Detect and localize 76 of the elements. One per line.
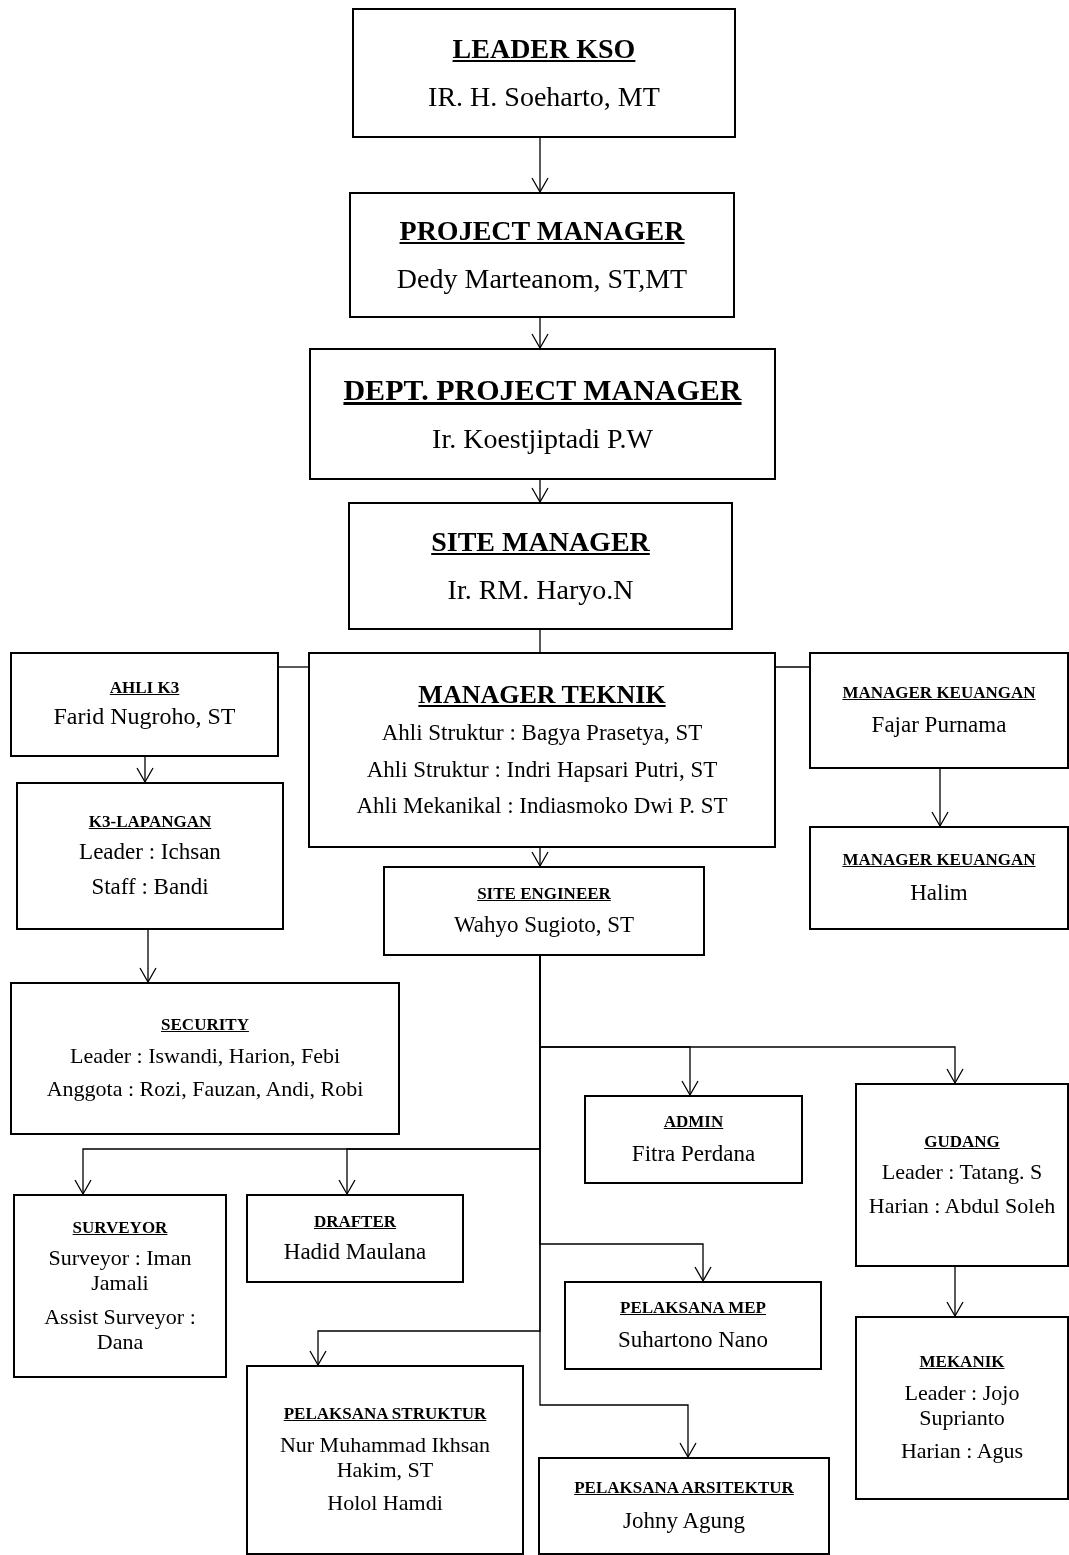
arrow bbox=[531, 479, 549, 503]
staff-name: Fitra Perdana bbox=[631, 1141, 756, 1168]
org-box bbox=[352, 8, 736, 138]
staff-name: Dedy Marteanom, ST,MT bbox=[396, 263, 688, 296]
org-box bbox=[383, 866, 705, 956]
arrow bbox=[531, 317, 549, 349]
staff-name: Suhartono Nano bbox=[617, 1327, 769, 1354]
role-title: K3-LAPANGAN bbox=[88, 811, 212, 832]
staff-name: Farid Nugroho, ST bbox=[53, 703, 236, 732]
arrow bbox=[139, 929, 157, 983]
staff-name: Harian : Agus bbox=[900, 1438, 1024, 1464]
arrow bbox=[531, 137, 549, 193]
org-box bbox=[10, 652, 279, 757]
arrow bbox=[931, 768, 949, 827]
role-title: ADMIN bbox=[663, 1111, 724, 1132]
org-box bbox=[584, 1095, 803, 1184]
org-box bbox=[10, 982, 400, 1135]
staff-name: Wahyo Sugioto, ST bbox=[453, 911, 635, 938]
org-box bbox=[564, 1281, 822, 1370]
staff-name: Staff : Bandi bbox=[91, 873, 209, 901]
staff-name: Holol Hamdi bbox=[327, 1490, 443, 1516]
staff-name: Harian : Abdul Soleh bbox=[868, 1192, 1056, 1219]
arrow bbox=[531, 847, 549, 867]
staff-name: Hadid Maulana bbox=[283, 1239, 427, 1266]
org-box bbox=[16, 782, 284, 930]
org-box bbox=[13, 1194, 227, 1378]
role-title: MANAGER KEUANGAN bbox=[842, 682, 1036, 703]
staff-name: Nur Muhammad Ikhsan Hakim, ST bbox=[278, 1431, 492, 1483]
role-title: SECURITY bbox=[161, 1015, 249, 1035]
staff-name: Anggota : Rozi, Fauzan, Andi, Robi bbox=[46, 1076, 364, 1102]
staff-name: Leader : Iswandi, Harion, Febi bbox=[70, 1042, 340, 1069]
staff-name: Fajar Purnama bbox=[871, 712, 1007, 739]
arrow bbox=[136, 756, 154, 783]
role-title: PROJECT MANAGER bbox=[399, 214, 685, 247]
role-title: SITE MANAGER bbox=[431, 525, 650, 558]
staff-name: Leader : Ichsan bbox=[79, 839, 221, 866]
staff-name: IR. H. Soeharto, MT bbox=[428, 81, 660, 114]
staff-name: Ahli Struktur : Indri Hapsari Putri, ST bbox=[366, 756, 718, 784]
staff-name: Johny Agung bbox=[622, 1507, 745, 1534]
role-title: SURVEYOR bbox=[72, 1217, 168, 1238]
role-title: MEKANIK bbox=[919, 1352, 1005, 1372]
org-box bbox=[349, 192, 735, 318]
org-box bbox=[809, 652, 1069, 769]
role-title: LEADER KSO bbox=[452, 32, 636, 65]
connector-line bbox=[278, 666, 309, 668]
staff-name: Leader : Jojo Suprianto bbox=[903, 1379, 1021, 1431]
org-box bbox=[855, 1316, 1069, 1500]
staff-name: Leader : Tatang. S bbox=[881, 1159, 1043, 1185]
role-title: PELAKSANA ARSITEKTUR bbox=[574, 1478, 794, 1498]
org-box bbox=[348, 502, 733, 630]
role-title: PELAKSANA MEP bbox=[620, 1297, 766, 1318]
role-title: SITE ENGINEER bbox=[477, 884, 611, 904]
org-box bbox=[538, 1457, 830, 1555]
role-title: PELAKSANA STRUKTUR bbox=[283, 1404, 487, 1424]
connector-line bbox=[775, 666, 810, 668]
role-title: MANAGER KEUANGAN bbox=[842, 850, 1036, 870]
staff-name: Surveyor : Iman Jamali bbox=[47, 1245, 193, 1296]
connector-line bbox=[539, 629, 541, 653]
role-title: DRAFTER bbox=[313, 1211, 397, 1232]
org-box bbox=[309, 348, 776, 480]
org-box bbox=[246, 1365, 524, 1555]
role-title: DEPT. PROJECT MANAGER bbox=[343, 372, 742, 408]
staff-name: Assist Surveyor : Dana bbox=[43, 1303, 197, 1355]
staff-name: Halim bbox=[910, 879, 968, 906]
org-box bbox=[855, 1083, 1069, 1267]
role-title: GUDANG bbox=[924, 1131, 1000, 1152]
role-title: MANAGER TEKNIK bbox=[418, 680, 666, 711]
staff-name: Ahli Struktur : Bagya Prasetya, ST bbox=[381, 720, 703, 747]
org-box bbox=[308, 652, 776, 848]
staff-name: Ahli Mekanikal : Indiasmoko Dwi P. ST bbox=[356, 793, 728, 820]
staff-name: Ir. Koestjiptadi P.W bbox=[432, 423, 653, 456]
arrow bbox=[946, 1266, 964, 1317]
staff-name: Ir. RM. Haryo.N bbox=[447, 574, 634, 607]
role-title: AHLI K3 bbox=[109, 677, 180, 698]
org-box bbox=[809, 826, 1069, 930]
org-box bbox=[246, 1194, 464, 1283]
